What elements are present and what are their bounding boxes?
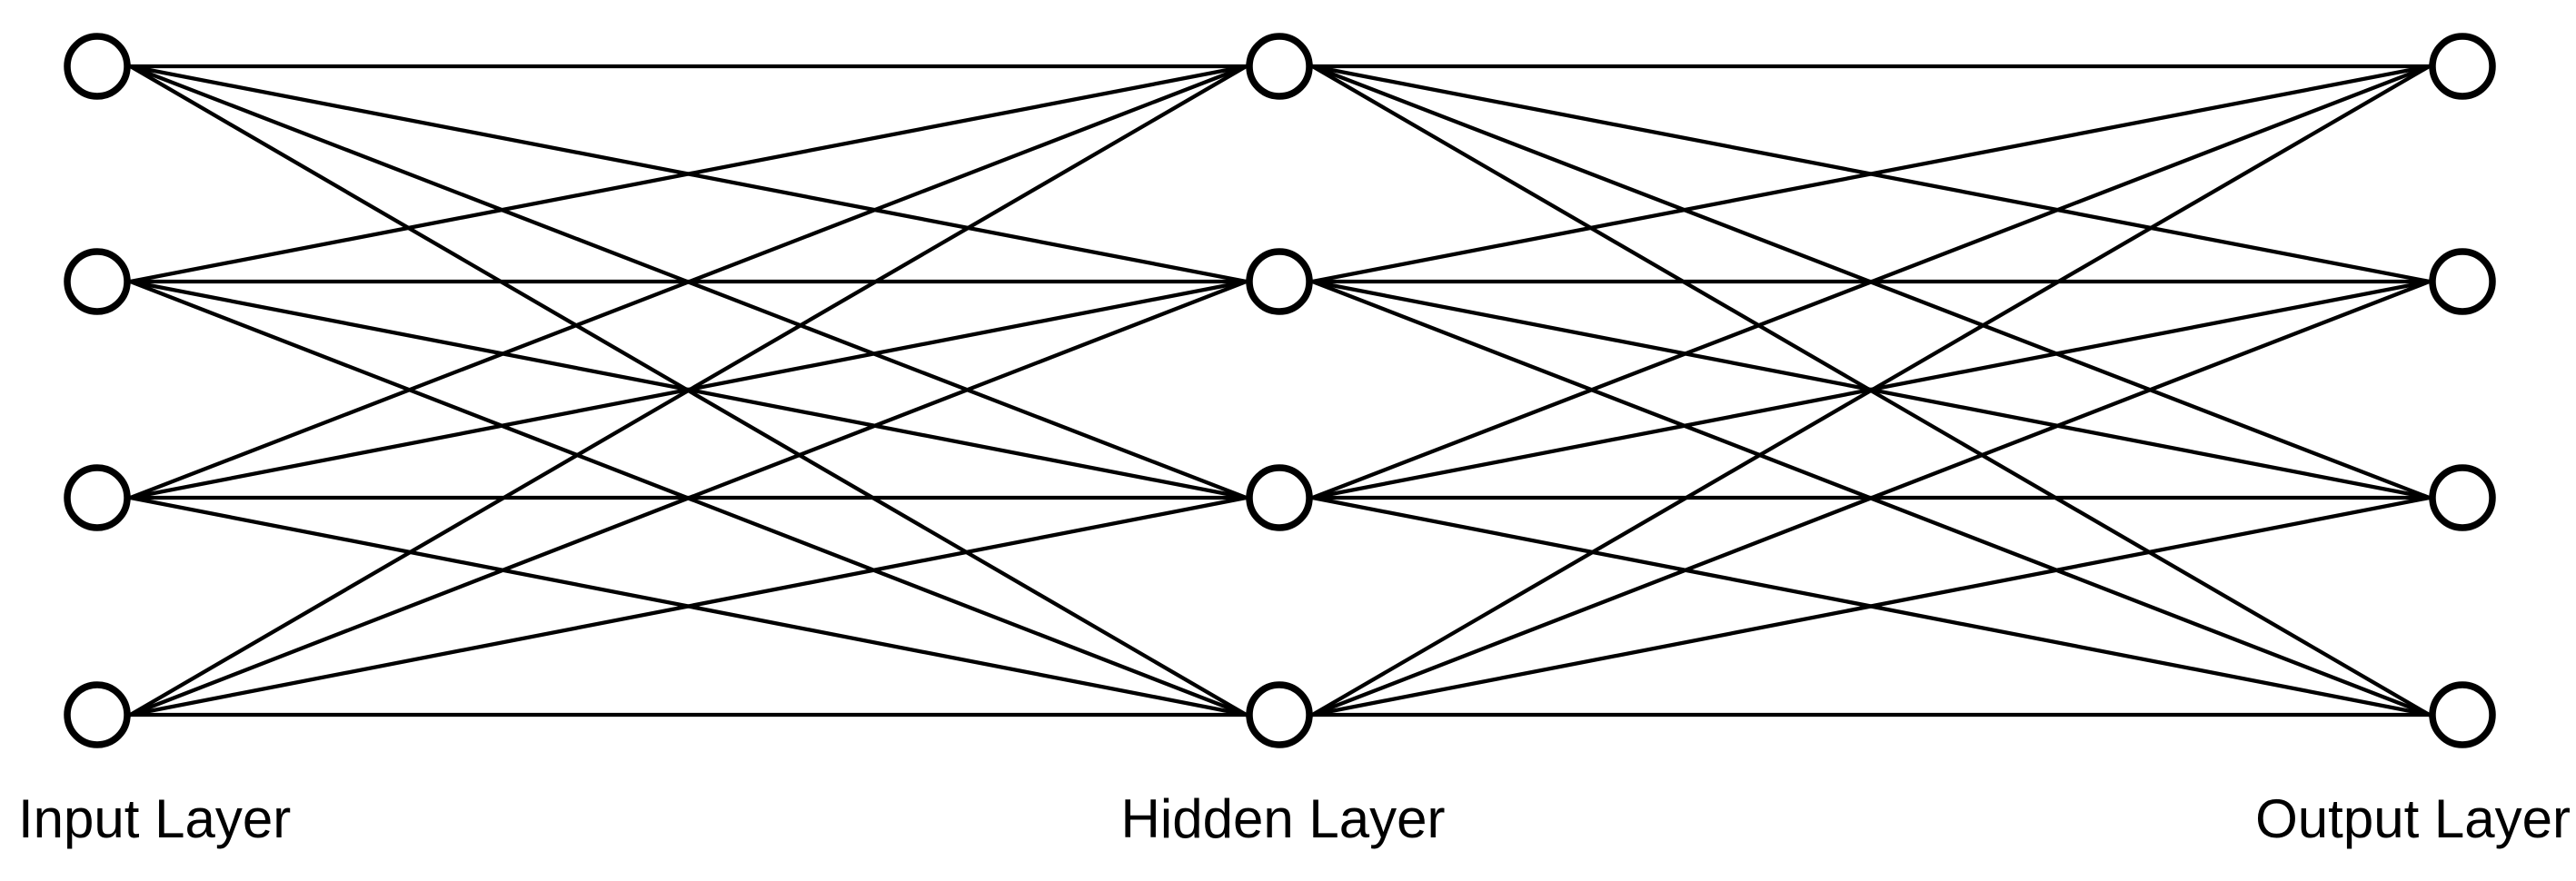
neuron-node-output-1 — [2429, 33, 2496, 100]
neuron-node-input-1 — [64, 33, 131, 100]
connection-hidden-4-to-output-2 — [1310, 279, 2432, 718]
neuron-node-output-2 — [2429, 248, 2496, 315]
neuron-node-output-3 — [2429, 464, 2496, 531]
connection-hidden-2-to-output-1 — [1310, 64, 2432, 284]
output-layer-label: Output Layer — [2255, 788, 2571, 849]
neuron-node-hidden-3 — [1246, 464, 1313, 531]
connection-input-4-to-hidden-1 — [128, 64, 1248, 718]
neuron-node-hidden-4 — [1246, 681, 1313, 748]
neuron-node-hidden-1 — [1246, 33, 1313, 100]
connection-hidden-4-to-output-1 — [1310, 64, 2432, 718]
connection-input-3-to-hidden-1 — [128, 64, 1248, 500]
neuron-node-input-3 — [64, 464, 131, 531]
connection-input-4-to-hidden-3 — [128, 495, 1248, 718]
connection-hidden-3-to-output-1 — [1310, 64, 2432, 500]
neuron-node-output-4 — [2429, 681, 2496, 748]
connection-input-2-to-hidden-1 — [128, 64, 1248, 284]
input-layer-label: Input Layer — [18, 788, 292, 849]
neuron-node-input-4 — [64, 681, 131, 748]
connection-hidden-4-to-output-3 — [1310, 495, 2432, 718]
hidden-layer-label: Hidden Layer — [1120, 788, 1446, 849]
neuron-node-hidden-2 — [1246, 248, 1313, 315]
connection-input-4-to-hidden-2 — [128, 279, 1248, 718]
neuron-node-input-2 — [64, 248, 131, 315]
